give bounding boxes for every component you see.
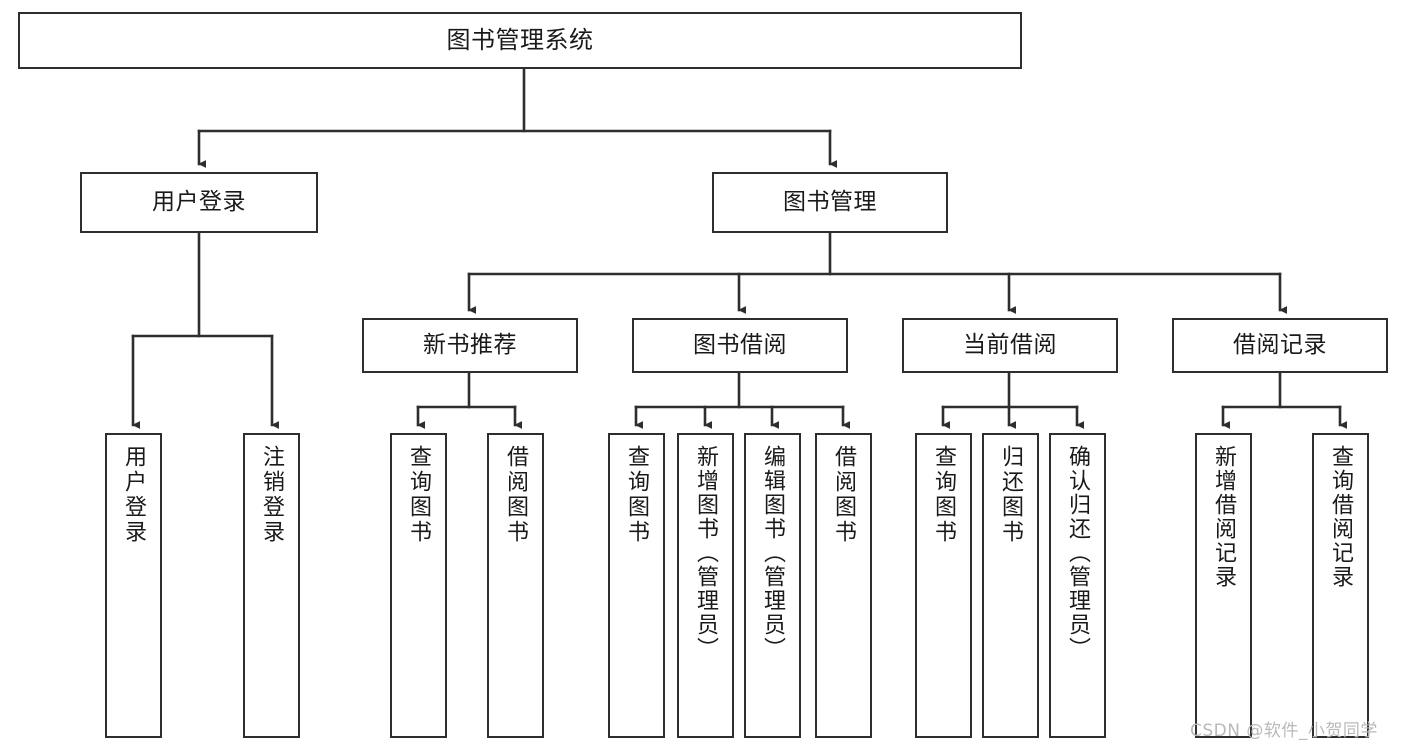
node-new-book-recommend[interactable]: 新书推荐: [362, 318, 578, 373]
node-user-logout[interactable]: 注销登录: [243, 433, 300, 738]
node-root-system[interactable]: 图书管理系统: [18, 12, 1022, 69]
node-add-book[interactable]: 新增图书（管理员）: [677, 433, 734, 738]
node-label: 用户登录: [121, 445, 147, 545]
node-label: 借阅图书: [831, 445, 857, 545]
node-label: 确认归还（管理员）: [1065, 445, 1091, 661]
node-label: 借阅记录: [1233, 331, 1327, 358]
watermark-credit: CSDN @软件_小贺同学: [1190, 721, 1378, 741]
node-label: 新书推荐: [423, 331, 517, 358]
node-label: 查询图书: [624, 445, 650, 545]
node-label: 图书借阅: [693, 331, 787, 358]
node-label: 图书管理系统: [446, 26, 594, 55]
node-label: 查询图书: [406, 445, 432, 545]
node-label: 当前借阅: [963, 331, 1057, 358]
node-query-borrow-record[interactable]: 查询借阅记录: [1312, 433, 1369, 738]
node-borrow-book-1[interactable]: 借阅图书: [487, 433, 544, 738]
node-label: 新增借阅记录: [1211, 445, 1237, 589]
node-query-book-2[interactable]: 查询图书: [608, 433, 665, 738]
node-book-manage[interactable]: 图书管理: [712, 172, 948, 233]
node-label: 图书管理: [783, 188, 877, 215]
node-query-book-1[interactable]: 查询图书: [390, 433, 447, 738]
node-label: 用户登录: [152, 188, 246, 215]
node-label: 编辑图书（管理员）: [760, 445, 786, 661]
node-borrow-book-2[interactable]: 借阅图书: [815, 433, 872, 738]
node-book-borrow[interactable]: 图书借阅: [632, 318, 848, 373]
node-label: 新增图书（管理员）: [693, 445, 719, 661]
node-confirm-return[interactable]: 确认归还（管理员）: [1049, 433, 1106, 738]
node-user-login[interactable]: 用户登录: [80, 172, 318, 233]
node-return-book[interactable]: 归还图书: [982, 433, 1039, 738]
node-label: 查询图书: [931, 445, 957, 545]
node-borrow-record[interactable]: 借阅记录: [1172, 318, 1388, 373]
node-label: 查询借阅记录: [1328, 445, 1354, 589]
node-label: 归还图书: [998, 445, 1024, 545]
node-label: 注销登录: [259, 445, 285, 545]
node-current-borrow[interactable]: 当前借阅: [902, 318, 1118, 373]
node-query-book-3[interactable]: 查询图书: [915, 433, 972, 738]
node-user-login-do[interactable]: 用户登录: [105, 433, 162, 738]
node-label: 借阅图书: [503, 445, 529, 545]
node-edit-book[interactable]: 编辑图书（管理员）: [744, 433, 801, 738]
node-add-borrow-record[interactable]: 新增借阅记录: [1195, 433, 1252, 738]
